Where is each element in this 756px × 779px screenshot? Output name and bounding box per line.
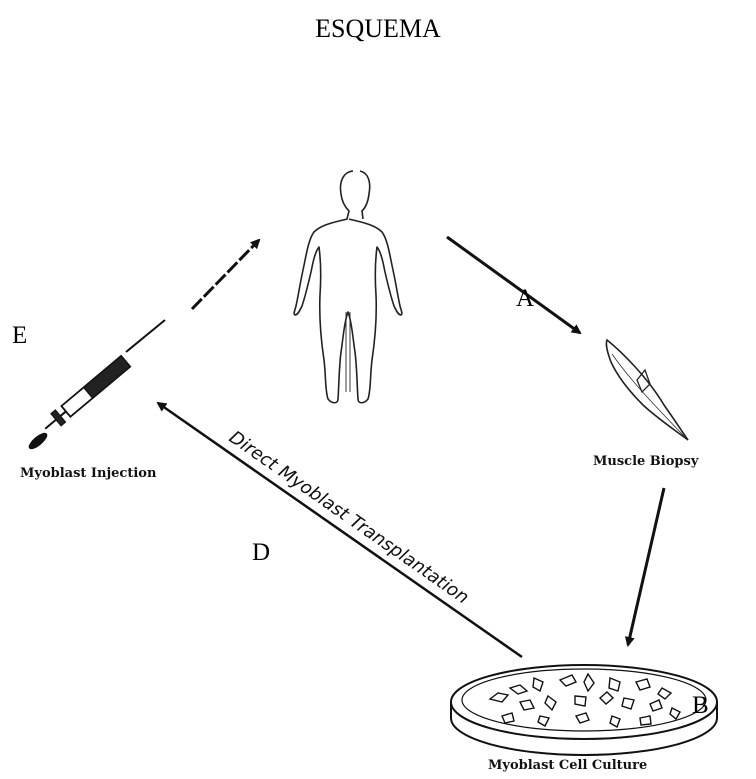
letter-d: D	[252, 539, 270, 567]
letter-b: B	[692, 692, 709, 720]
arrow-to-human	[192, 240, 259, 309]
muscle-biopsy-caption: Muscle Biopsy	[593, 454, 698, 469]
syringe-icon	[27, 320, 165, 451]
letter-a: A	[516, 285, 534, 313]
myoblast-injection-caption: Myoblast Injection	[20, 466, 156, 481]
myoblast-cell-culture-caption: Myoblast Cell Culture	[488, 758, 647, 773]
muscle-biopsy-icon	[606, 340, 688, 440]
human-figure-icon	[294, 171, 402, 403]
arrow-to-biopsy	[447, 237, 580, 333]
petri-dish-icon	[451, 665, 717, 755]
arrow-to-culture	[628, 488, 664, 645]
letter-e: E	[12, 322, 27, 350]
direct-transplantation-label: Direct Myoblast Transplantation	[225, 427, 472, 608]
arrow-to-injection	[158, 403, 522, 657]
